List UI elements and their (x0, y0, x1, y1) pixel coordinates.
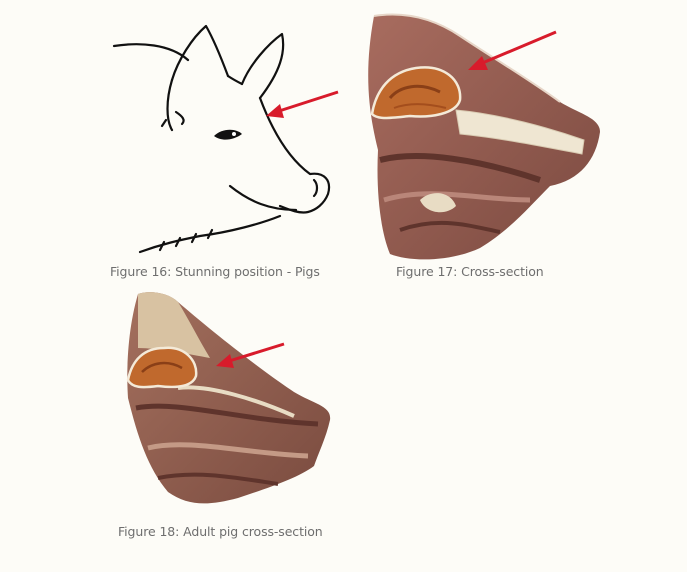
adult-cross-section-image (118, 288, 338, 510)
figure-16-caption: Figure 16: Stunning position - Pigs (110, 264, 320, 279)
figure-18-caption: Figure 18: Adult pig cross-section (118, 524, 323, 539)
arrow-icon-fig16 (262, 88, 342, 122)
figure-16-pig-drawing (110, 20, 350, 260)
pig-head-sketch (110, 20, 350, 260)
figure-17-caption: Figure 17: Cross-section (396, 264, 544, 279)
arrow-icon-fig17 (462, 28, 562, 74)
arrow-icon-fig18 (212, 340, 288, 372)
figure-18-cross-section (118, 288, 338, 510)
